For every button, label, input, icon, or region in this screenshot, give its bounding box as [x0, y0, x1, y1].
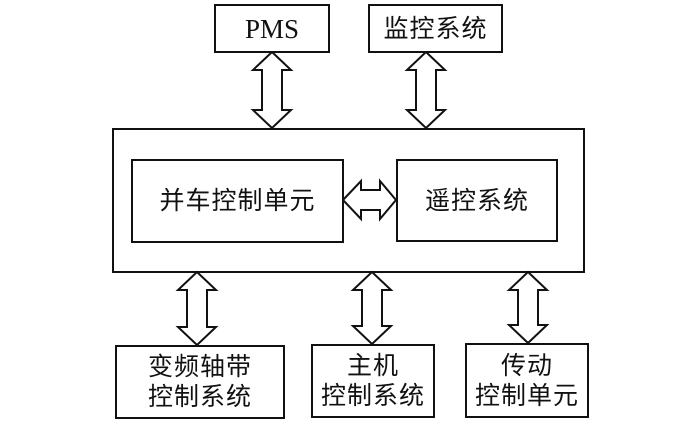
vfd-shaft-generator-label-line2: 控制系统 [147, 382, 252, 411]
arrow-central-main-engine [350, 270, 394, 346]
central-system-box [112, 128, 585, 273]
transmission-control-unit-box: 传动 控制单元 [465, 343, 589, 418]
main-engine-control-label-line2: 控制系统 [320, 381, 425, 410]
remote-control-system-box: 遥控系统 [396, 159, 558, 242]
remote-control-system-label: 遥控系统 [424, 185, 529, 215]
pms-label: PMS [244, 13, 300, 44]
pms-box: PMS [214, 4, 330, 53]
monitoring-system-box: 监控系统 [368, 4, 503, 53]
transmission-control-unit-label-line1: 传动 [500, 350, 553, 380]
vfd-shaft-generator-box: 变频轴带 控制系统 [115, 345, 285, 419]
arrow-central-transmission [506, 270, 550, 345]
monitoring-system-label: 监控系统 [383, 13, 488, 43]
vfd-shaft-generator-label-line1: 变频轴带 [147, 352, 252, 381]
main-engine-control-label-line1: 主机 [346, 351, 399, 380]
paralleling-control-unit-label: 并车控制单元 [159, 186, 316, 215]
arrow-central-vfd [175, 270, 219, 347]
arrow-monitoring-central [404, 50, 448, 130]
transmission-control-unit-label-line2: 控制单元 [474, 380, 579, 410]
main-engine-control-box: 主机 控制系统 [311, 344, 435, 418]
arrow-pms-central [250, 50, 294, 130]
paralleling-control-unit-box: 并车控制单元 [131, 159, 344, 243]
